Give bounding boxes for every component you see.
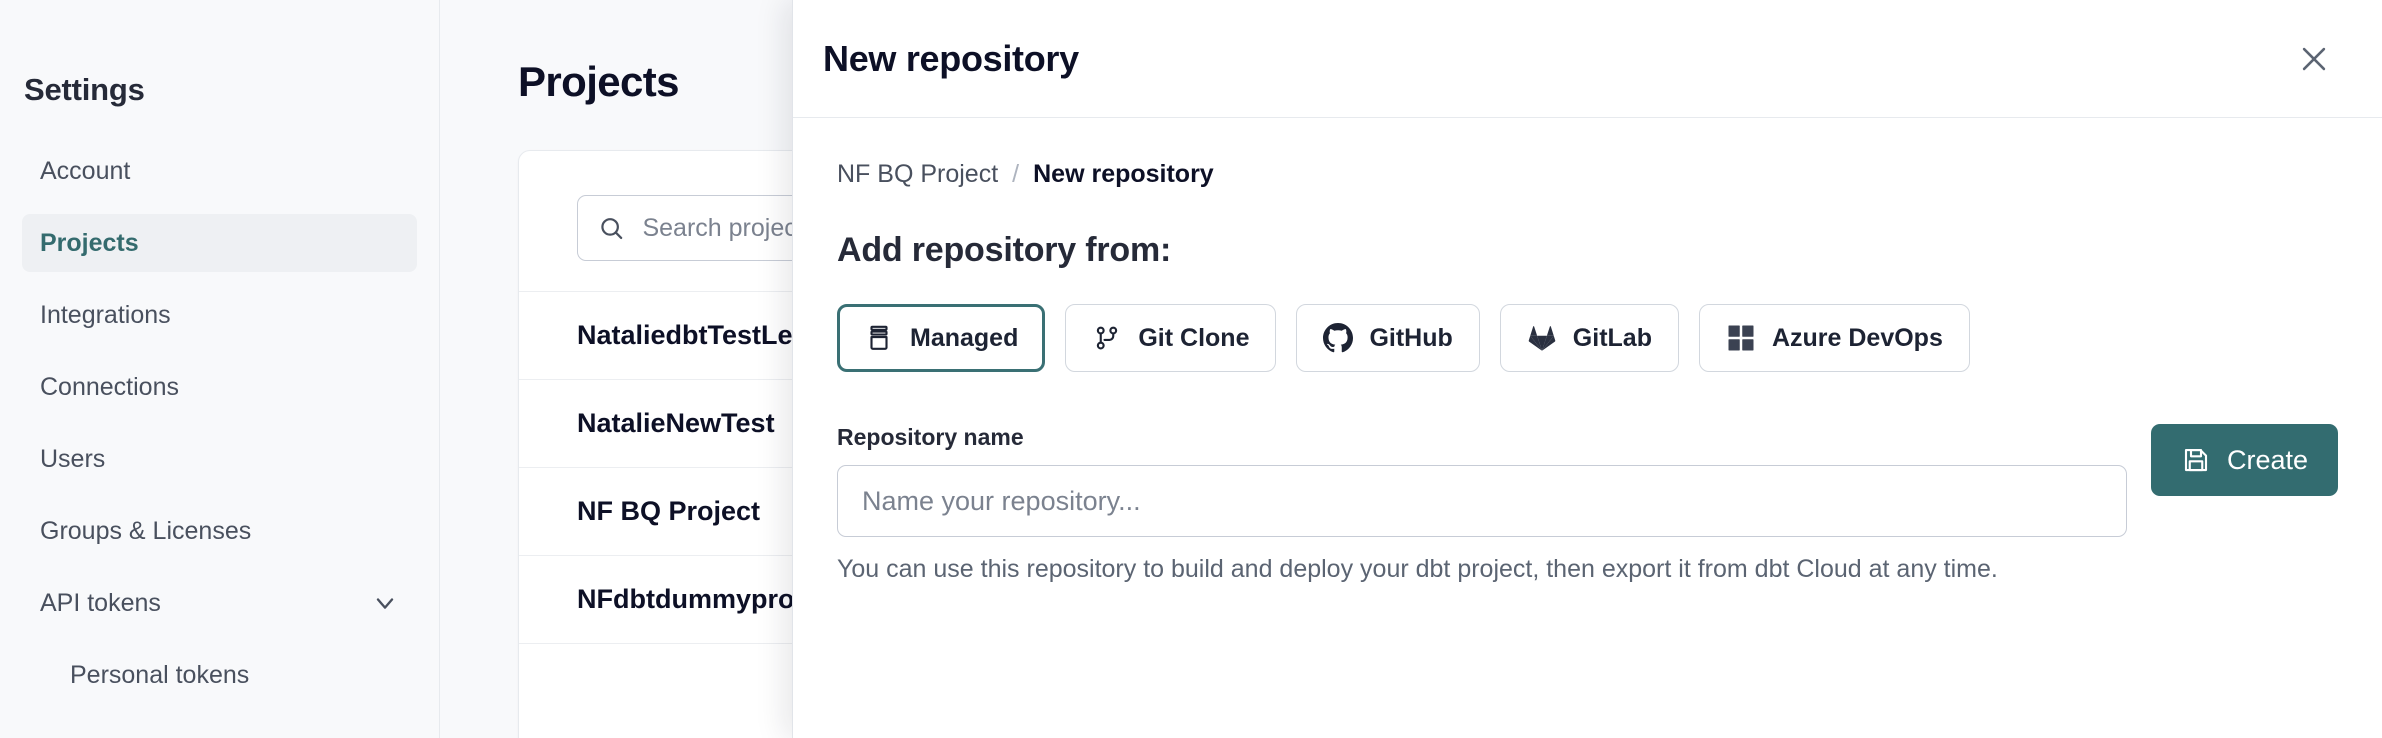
source-option-azure-devops[interactable]: Azure DevOps	[1698, 304, 1970, 372]
create-button-label: Create	[2226, 444, 2308, 475]
modal-body: NF BQ Project / New repository Add repos…	[793, 118, 2382, 584]
modal-title: New repository	[823, 37, 1079, 79]
sidebar-item-label: Projects	[40, 228, 139, 257]
sidebar-item-users[interactable]: Users	[22, 430, 417, 488]
github-icon	[1323, 323, 1354, 353]
close-icon	[2302, 47, 2326, 70]
section-title-add-repository-from: Add repository from:	[837, 231, 1172, 269]
save-icon	[2184, 448, 2208, 472]
sidebar-item-groups-licenses[interactable]: Groups & Licenses	[22, 502, 417, 560]
repository-source-options: Managed Git Clone Gi	[837, 304, 2338, 372]
sidebar-item-connections[interactable]: Connections	[22, 358, 417, 416]
new-repository-modal: New repository NF BQ Project / New repos…	[792, 0, 2382, 738]
sidebar-item-label: Integrations	[40, 300, 171, 329]
breadcrumb-separator: /	[1012, 160, 1020, 188]
git-branch-icon	[1097, 326, 1118, 350]
breadcrumb-parent-link[interactable]: NF BQ Project	[837, 160, 999, 188]
azure-devops-icon	[1728, 325, 1754, 351]
source-option-gitlab[interactable]: GitLab	[1499, 304, 1679, 372]
close-button[interactable]	[2290, 35, 2338, 83]
sidebar-item-label: API tokens	[40, 588, 161, 617]
sidebar-item-label: Account	[40, 156, 131, 185]
search-icon	[601, 218, 623, 240]
source-option-label: GitHub	[1369, 323, 1453, 352]
settings-sidebar: Settings Account Projects Integrations C…	[0, 0, 440, 738]
source-option-label: Azure DevOps	[1771, 323, 1943, 352]
sidebar-item-integrations[interactable]: Integrations	[22, 286, 417, 344]
sidebar-item-projects[interactable]: Projects	[22, 214, 417, 272]
source-option-managed[interactable]: Managed	[837, 304, 1046, 372]
sidebar-item-label: Personal tokens	[70, 660, 250, 689]
page-title: Projects	[518, 58, 680, 105]
repository-name-input[interactable]	[837, 465, 2127, 537]
repository-name-label: Repository name	[837, 424, 1024, 450]
sidebar-item-api-tokens[interactable]: API tokens	[22, 574, 417, 632]
sidebar-item-personal-tokens[interactable]: Personal tokens	[22, 646, 417, 704]
repository-helper-text: You can use this repository to build and…	[837, 555, 1998, 583]
sidebar-title: Settings	[24, 72, 145, 107]
source-option-label: Git Clone	[1138, 323, 1250, 352]
repository-name-form: Repository name You can use this reposit…	[837, 424, 2338, 584]
gitlab-icon	[1528, 326, 1556, 351]
source-option-github[interactable]: GitHub	[1296, 304, 1480, 372]
modal-header: New repository	[793, 0, 2382, 118]
source-option-label: GitLab	[1572, 323, 1652, 352]
sidebar-nav: Account Projects Integrations Connection…	[0, 142, 439, 704]
source-option-git-clone[interactable]: Git Clone	[1065, 304, 1277, 372]
create-button[interactable]: Create	[2150, 424, 2338, 496]
database-stack-icon	[870, 325, 888, 350]
sidebar-item-label: Users	[40, 444, 106, 473]
chevron-down-icon[interactable]	[371, 589, 399, 617]
project-name: NatalieNewTest	[577, 408, 775, 438]
breadcrumb: NF BQ Project / New repository	[837, 160, 2338, 189]
sidebar-item-label: Connections	[40, 372, 179, 401]
sidebar-item-label: Groups & Licenses	[40, 516, 252, 545]
project-name: NF BQ Project	[577, 496, 761, 526]
source-option-label: Managed	[910, 323, 1019, 352]
repository-name-field-group: Repository name You can use this reposit…	[837, 424, 2127, 584]
sidebar-item-account[interactable]: Account	[22, 142, 417, 200]
breadcrumb-current: New repository	[1033, 160, 1214, 188]
